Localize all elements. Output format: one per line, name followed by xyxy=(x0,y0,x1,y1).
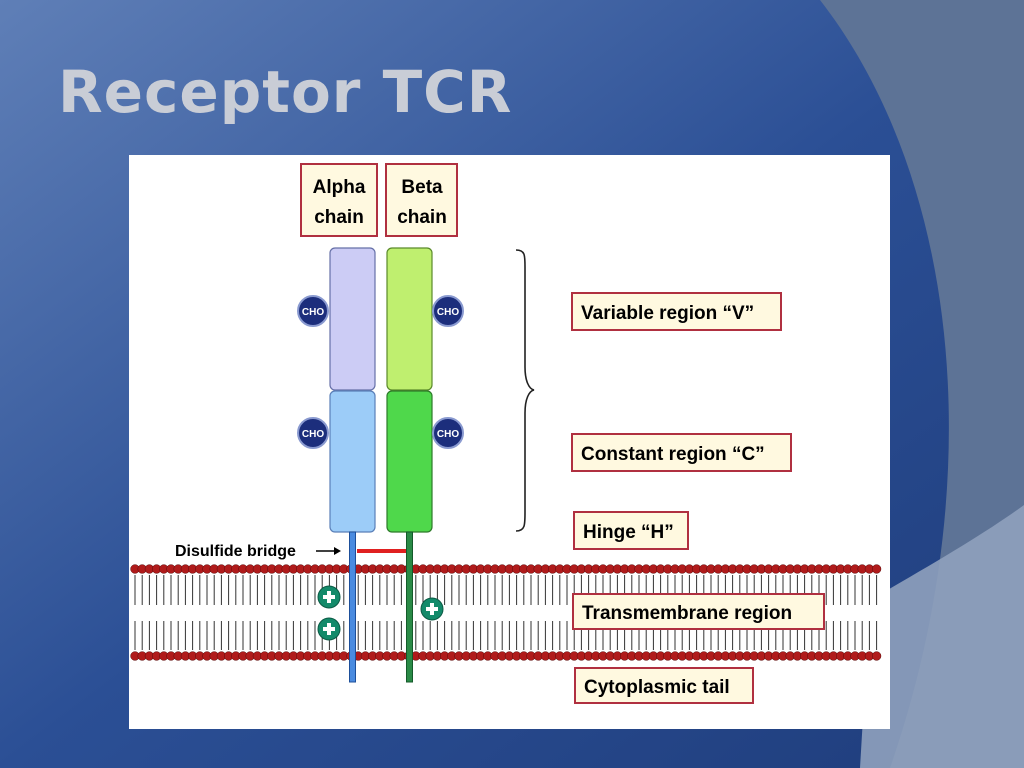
svg-text:CHO: CHO xyxy=(302,429,324,440)
beta-constant-domain xyxy=(386,390,433,533)
alpha-chain-header: Alpha chain xyxy=(300,163,378,237)
positive-charge-beta xyxy=(420,597,444,621)
beta-chain-header: Beta chain xyxy=(385,163,458,237)
slide-title: Receptor TCR xyxy=(58,58,513,126)
beta-chain-label-line2: chain xyxy=(397,207,447,228)
svg-text:Transmembrane region: Transmembrane region xyxy=(582,603,792,624)
positive-charge-alpha-1 xyxy=(317,585,341,609)
svg-text:Cytoplasmic tail: Cytoplasmic tail xyxy=(584,677,730,698)
cho-glycan-beta-variable: CHO xyxy=(432,295,464,327)
svg-text:CHO: CHO xyxy=(302,307,324,318)
diagram-panel: Alpha chain Beta chain CHO CHO CHO C xyxy=(129,155,890,729)
beta-variable-domain xyxy=(386,247,433,391)
variable-region-label: Variable region “V” xyxy=(571,292,782,331)
alpha-chain-label-line1: Alpha xyxy=(313,177,366,198)
alpha-transmembrane-stalk xyxy=(349,531,356,683)
constant-region-label: Constant region “C” xyxy=(571,433,792,472)
svg-text:CHO: CHO xyxy=(437,429,459,440)
beta-chain-label-line1: Beta xyxy=(401,177,443,198)
alpha-constant-domain xyxy=(329,390,376,533)
positive-charge-alpha-2 xyxy=(317,617,341,641)
svg-text:Variable region “V”: Variable region “V” xyxy=(581,303,754,324)
region-brace xyxy=(515,249,535,532)
hinge-label: Hinge “H” xyxy=(573,511,689,550)
cytoplasmic-tail-label: Cytoplasmic tail xyxy=(574,667,754,704)
tcr-diagram: Alpha chain Beta chain CHO CHO CHO C xyxy=(130,163,882,704)
disulfide-arrow-head xyxy=(334,547,341,555)
svg-text:CHO: CHO xyxy=(437,307,459,318)
svg-text:Hinge “H”: Hinge “H” xyxy=(583,522,674,543)
transmembrane-region-label: Transmembrane region xyxy=(572,593,825,630)
cho-glycan-beta-constant: CHO xyxy=(432,417,464,449)
disulfide-bridge-label: Disulfide bridge xyxy=(175,543,296,560)
alpha-variable-domain xyxy=(329,247,376,391)
cho-glycan-alpha-constant: CHO xyxy=(297,417,329,449)
alpha-chain-label-line2: chain xyxy=(314,207,364,228)
svg-text:Constant region “C”: Constant region “C” xyxy=(581,444,765,465)
beta-transmembrane-stalk xyxy=(406,531,413,683)
background-swoosh-lower xyxy=(860,505,1024,768)
cho-glycan-alpha-variable: CHO xyxy=(297,295,329,327)
